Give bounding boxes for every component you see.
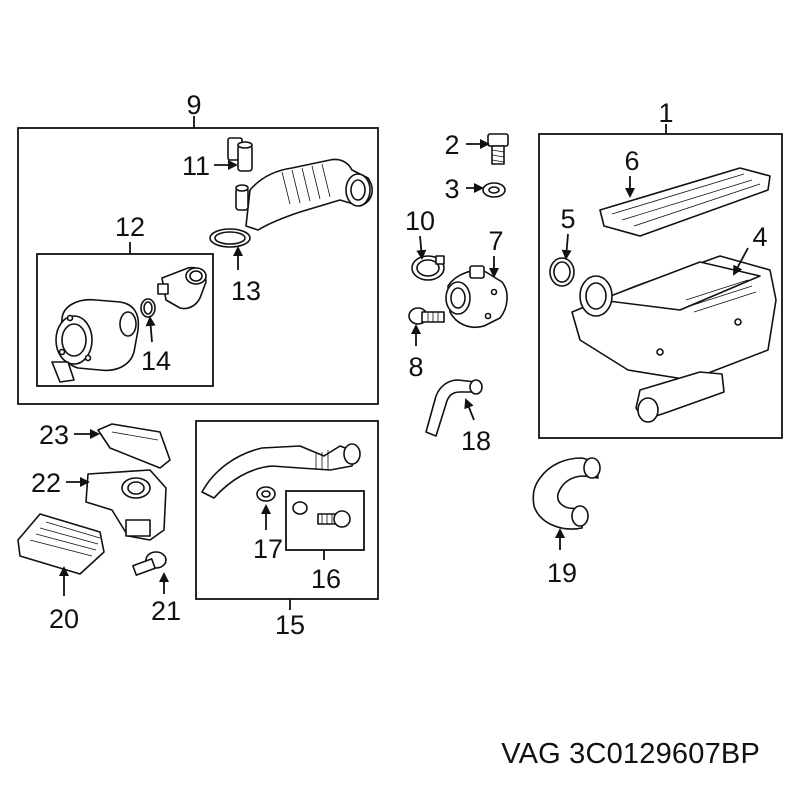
callout-10: 10: [405, 206, 435, 236]
callout-17: 17: [253, 534, 283, 564]
callout-11: 11: [182, 151, 210, 181]
housing-part-12: [51, 298, 140, 383]
callout-14: 14: [141, 346, 171, 376]
group-frame-15: [195, 420, 379, 600]
callout-20: 20: [49, 604, 79, 634]
bolt-part-2: [487, 133, 509, 165]
hose-part-19: [532, 457, 601, 530]
nut-part-17: [256, 486, 276, 502]
leader-10: [416, 235, 427, 260]
bolt-part-21: [132, 551, 167, 576]
callout-5: 5: [560, 204, 575, 234]
callout-3: 3: [444, 174, 459, 204]
callout-21: 21: [151, 596, 181, 626]
bolts-part-16: [292, 501, 351, 528]
hose-part-15: [201, 443, 361, 499]
cover-part-23: [97, 423, 171, 469]
callout-1: 1: [658, 98, 673, 128]
callout-16: 16: [311, 564, 341, 594]
leader-18: [464, 398, 475, 421]
group-frame-12: [36, 253, 214, 387]
elbow-fitting-part: [157, 266, 207, 310]
callout-22: 22: [31, 468, 61, 498]
callout-2: 2: [444, 130, 459, 160]
group-frame-9: [17, 127, 379, 405]
air-box-part-1: [571, 255, 777, 423]
callout-13: 13: [231, 276, 261, 306]
group-frame-16: [285, 490, 365, 551]
duct-part-22: [85, 469, 167, 541]
group-frame-1: [538, 133, 783, 439]
callout-23: 23: [39, 420, 69, 450]
clamp-part-13: [209, 228, 251, 248]
clamp-part-10: [411, 255, 445, 281]
screw-part-8: [408, 307, 445, 325]
seal-part-5: [549, 257, 575, 287]
grille-part-20: [17, 513, 105, 575]
washer-part-3: [482, 182, 506, 198]
sensor-part-11: [227, 137, 253, 172]
callout-15: 15: [275, 610, 305, 640]
callout-6: 6: [624, 146, 639, 176]
leader-4: [733, 247, 749, 276]
callout-8: 8: [408, 352, 423, 382]
callout-18: 18: [461, 426, 491, 456]
leader-5: [561, 233, 572, 260]
filter-element-part-6: [599, 167, 771, 237]
callout-19: 19: [547, 558, 577, 588]
leader-14: [145, 316, 156, 343]
o-ring-part-14: [140, 298, 156, 318]
callout-9: 9: [186, 90, 201, 120]
callout-7: 7: [488, 226, 503, 256]
part-number-caption: VAG 3C0129607BP: [501, 738, 760, 770]
intake-hose-part: [235, 158, 373, 231]
callout-4: 4: [752, 222, 767, 252]
maf-sensor-part-7: [445, 265, 508, 328]
hose-part-18: [425, 379, 483, 437]
callout-12: 12: [115, 212, 145, 242]
